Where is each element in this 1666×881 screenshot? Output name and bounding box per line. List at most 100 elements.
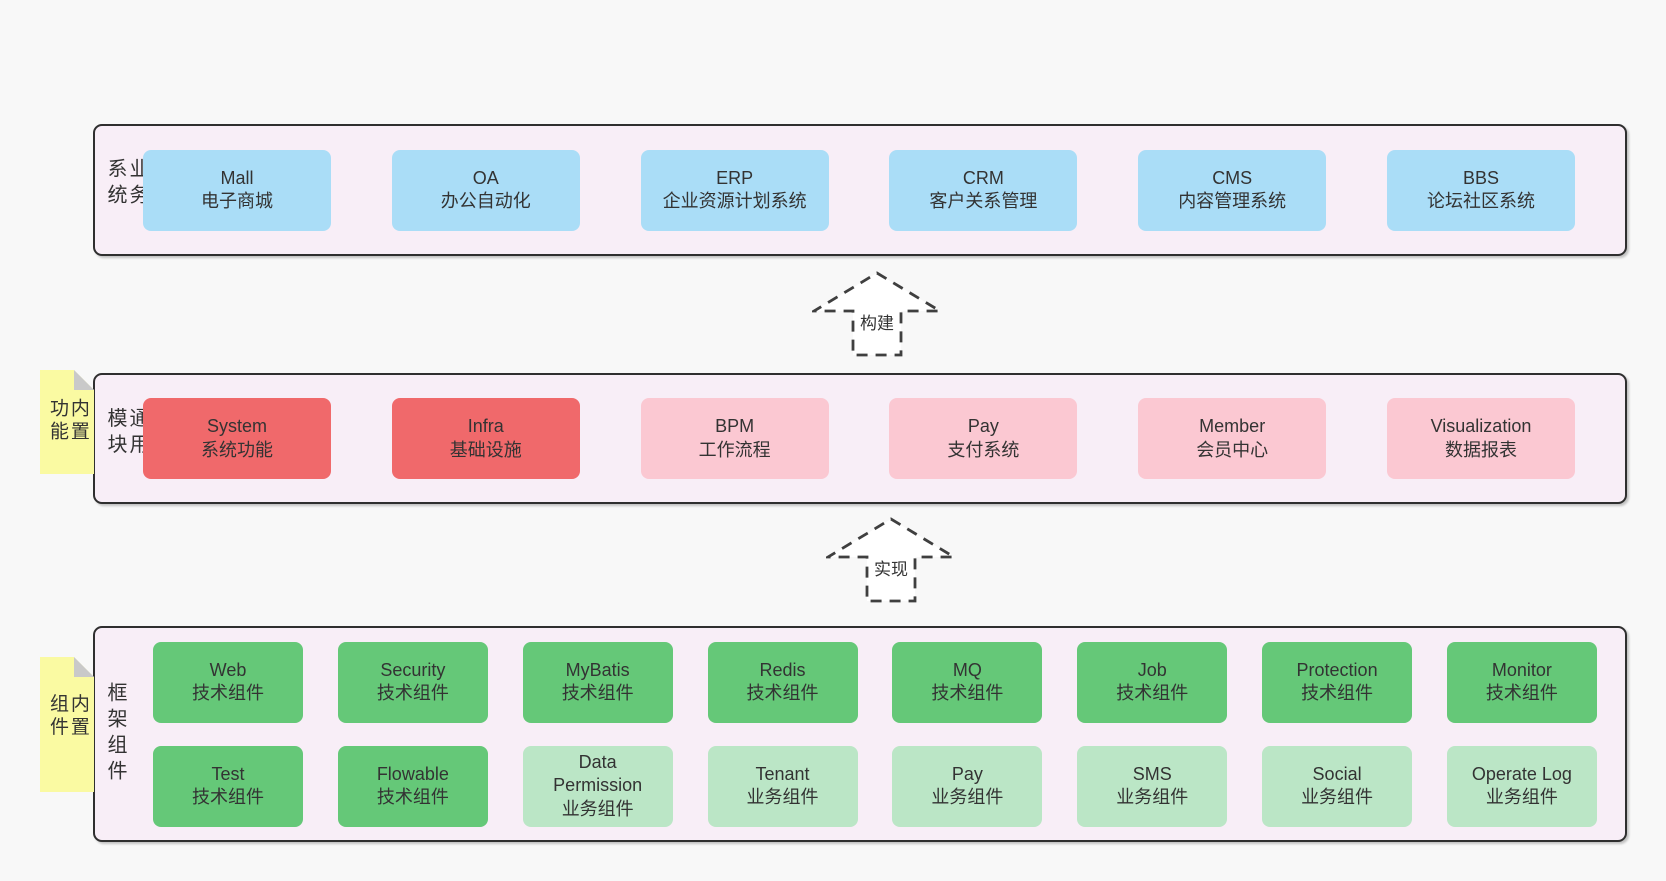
box-bbs: BBS 论坛社区系统 bbox=[1386, 149, 1575, 231]
box-en-label: Flowable bbox=[376, 763, 449, 784]
box-zh-label: 业务组件 bbox=[561, 798, 634, 819]
sticky-paper bbox=[40, 657, 94, 792]
box-en-label: Monitor bbox=[1491, 659, 1552, 680]
box-visualization: Visualization 数据报表 bbox=[1386, 398, 1575, 479]
box-test: Test 技术组件 bbox=[153, 745, 303, 827]
box-zh-label: 技术组件 bbox=[376, 787, 449, 807]
band-label-components: 框架组件 bbox=[104, 682, 126, 786]
box-operate-log: Operate Log 业务组件 bbox=[1446, 745, 1597, 827]
box-zh-label: 会员中心 bbox=[1196, 439, 1269, 460]
box-en-label: Member bbox=[1199, 416, 1266, 437]
box-zh-label: 技术组件 bbox=[376, 683, 449, 703]
box-en-label: Visualization bbox=[1430, 416, 1532, 437]
box-zh-label: 办公自动化 bbox=[440, 191, 531, 211]
box-zh-label: 技术组件 bbox=[931, 683, 1004, 703]
box-crm: CRM 客户关系管理 bbox=[889, 149, 1078, 231]
folded-corner bbox=[74, 657, 94, 677]
box-zh-label: 业务组件 bbox=[1116, 787, 1189, 807]
box-pay: Pay 支付系统 bbox=[889, 398, 1078, 479]
band-business-systems: 业务系统 Mall 电子商城 OA 办公自动化 ERP 企业资源计划系统 CRM… bbox=[93, 124, 1627, 256]
box-en-label: OA bbox=[472, 167, 499, 188]
arrow-implement: 实现 bbox=[826, 517, 956, 603]
arrow-label: 构建 bbox=[860, 314, 894, 333]
arrow-build: 构建 bbox=[812, 271, 942, 357]
box-zh-label: 业务组件 bbox=[931, 787, 1004, 807]
box-en-label: Mall bbox=[220, 167, 254, 188]
box-en-label: CMS bbox=[1212, 167, 1253, 188]
sticky-label: 内置组件 bbox=[47, 692, 89, 739]
box-zh-label: 技术组件 bbox=[561, 683, 634, 703]
box-infra: Infra 基础设施 bbox=[391, 398, 580, 479]
box-zh-label: 技术组件 bbox=[192, 683, 264, 703]
box-en-label: SMS bbox=[1132, 763, 1172, 784]
box-zh-label: 业务组件 bbox=[1301, 787, 1374, 807]
box-en-label: Tenant bbox=[755, 763, 810, 784]
box-security: Security 技术组件 bbox=[337, 641, 488, 723]
arrow-label: 实现 bbox=[874, 560, 908, 579]
box-bpm: BPM 工作流程 bbox=[640, 398, 829, 479]
box-zh-label: 客户关系管理 bbox=[929, 191, 1038, 211]
box-zh-label: 技术组件 bbox=[746, 683, 819, 703]
box-en-label: Social bbox=[1312, 763, 1362, 784]
band-framework-components: 内置组件 框架组件 Web 技术组件 Security 技术组件 MyBatis… bbox=[40, 626, 1627, 842]
box-zh-label: 技术组件 bbox=[1116, 683, 1189, 703]
box-en-label: CRM bbox=[962, 167, 1004, 188]
box-erp: ERP 企业资源计划系统 bbox=[640, 149, 829, 231]
box-zh-label: 系统功能 bbox=[201, 439, 273, 460]
box-en-label: Operate Log bbox=[1471, 763, 1572, 784]
business-box-row: Mall 电子商城 OA 办公自动化 ERP 企业资源计划系统 CRM 客户关系… bbox=[143, 126, 1575, 254]
band-label-modules: 通用模块 bbox=[104, 406, 148, 459]
folded-corner bbox=[74, 370, 94, 390]
box-system: System 系统功能 bbox=[143, 398, 331, 479]
box-en-label: Data Permission bbox=[553, 751, 643, 796]
box-mybatis: MyBatis 技术组件 bbox=[522, 641, 673, 723]
box-en-label: System bbox=[206, 416, 267, 437]
box-zh-label: 支付系统 bbox=[947, 439, 1020, 460]
box-tenant: Tenant 业务组件 bbox=[707, 745, 858, 827]
box-zh-label: 业务组件 bbox=[746, 787, 819, 807]
box-en-label: BBS bbox=[1462, 167, 1499, 188]
box-mall: Mall 电子商城 bbox=[143, 149, 331, 231]
box-en-label: Pay bbox=[951, 763, 983, 784]
box-en-label: Test bbox=[211, 763, 245, 784]
box-en-label: ERP bbox=[716, 167, 754, 188]
components-row-2: Test 技术组件 Flowable 技术组件 Data Permission … bbox=[153, 745, 1597, 827]
box-mq: MQ 技术组件 bbox=[892, 641, 1043, 723]
box-en-label: BPM bbox=[715, 416, 755, 437]
sticky-note-built-in-components: 内置组件 bbox=[40, 657, 94, 792]
box-en-label: Infra bbox=[467, 416, 504, 437]
box-member: Member 会员中心 bbox=[1138, 398, 1327, 479]
box-web: Web 技术组件 bbox=[153, 641, 303, 723]
box-zh-label: 数据报表 bbox=[1444, 439, 1517, 460]
box-en-label: Redis bbox=[759, 659, 806, 680]
box-flowable: Flowable 技术组件 bbox=[337, 745, 488, 827]
box-en-label: Security bbox=[380, 659, 446, 680]
box-en-label: Job bbox=[1137, 659, 1167, 680]
box-pay-biz: Pay 业务组件 bbox=[892, 745, 1043, 827]
box-zh-label: 技术组件 bbox=[1485, 683, 1558, 703]
box-zh-label: 内容管理系统 bbox=[1178, 191, 1287, 211]
box-social: Social 业务组件 bbox=[1262, 745, 1413, 827]
box-job: Job 技术组件 bbox=[1077, 641, 1228, 723]
box-zh-label: 企业资源计划系统 bbox=[662, 191, 807, 211]
box-cms: CMS 内容管理系统 bbox=[1138, 149, 1327, 231]
sticky-label: 内置功能 bbox=[47, 397, 89, 444]
box-en-label: MQ bbox=[952, 659, 982, 680]
box-redis: Redis 技术组件 bbox=[707, 641, 858, 723]
box-zh-label: 电子商城 bbox=[201, 191, 273, 211]
box-zh-label: 工作流程 bbox=[698, 439, 771, 460]
box-zh-label: 技术组件 bbox=[1301, 683, 1374, 703]
box-en-label: MyBatis bbox=[565, 659, 630, 680]
box-monitor: Monitor 技术组件 bbox=[1446, 641, 1597, 723]
box-zh-label: 业务组件 bbox=[1485, 787, 1558, 807]
components-box-rows: Web 技术组件 Security 技术组件 MyBatis 技术组件 Redi… bbox=[153, 628, 1597, 840]
box-data-permission: Data Permission 业务组件 bbox=[522, 745, 673, 827]
box-en-label: Protection bbox=[1296, 659, 1378, 680]
block-arrow-up-icon bbox=[826, 517, 956, 603]
components-row-1: Web 技术组件 Security 技术组件 MyBatis 技术组件 Redi… bbox=[153, 641, 1597, 723]
box-oa: OA 办公自动化 bbox=[391, 149, 580, 231]
modules-box-row: System 系统功能 Infra 基础设施 BPM 工作流程 Pay 支付系统… bbox=[143, 375, 1575, 502]
sticky-note-built-in-features: 内置功能 bbox=[40, 370, 94, 474]
band-label-business: 业务系统 bbox=[104, 158, 148, 210]
